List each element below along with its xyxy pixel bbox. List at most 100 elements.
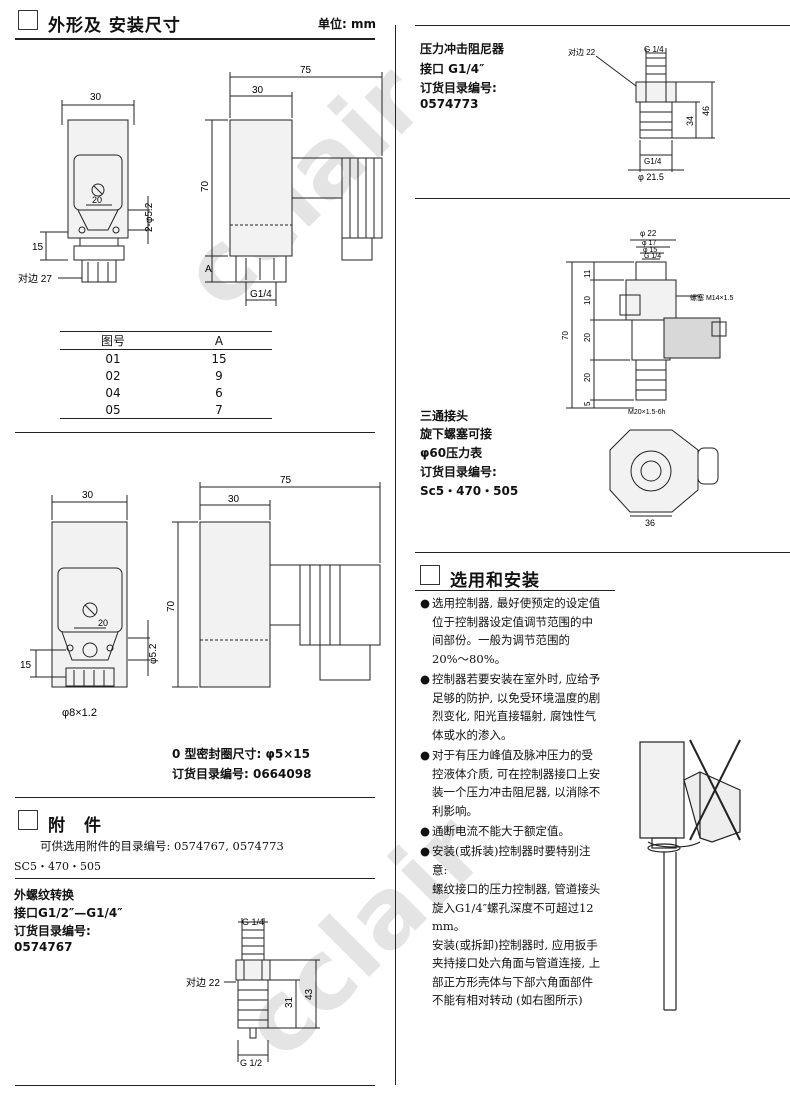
rule-right-sel2	[415, 590, 615, 591]
tee-dim-h5: 5	[583, 401, 592, 406]
adapter-dim-g12: G 1/2	[240, 1058, 262, 1068]
top-rule-left	[15, 38, 375, 40]
tee-code: Sc5・470・505	[420, 484, 519, 498]
selection-checkbox	[420, 565, 440, 585]
rule-left-mid	[15, 432, 375, 433]
damper-dim-g14a: G 1/4	[644, 45, 664, 54]
list-item: 对于有压力峰值及脉冲压力的受控液体介质, 可在控制器接口上安 装一个压力冲击阻尼…	[432, 748, 601, 818]
adapter-dim-g14: G 1/4	[242, 917, 264, 927]
accessories-desc2: SC5・470・505	[14, 860, 101, 873]
dim2-w30b: 30	[228, 494, 240, 505]
drawing-damper: 对边 22 G 1/4 34 46 G1/4 φ 21.5	[568, 45, 715, 182]
accessories-desc: 可供选用附件的目录编号: 0574767, 0574773	[40, 839, 284, 853]
unit-label: 单位: mm	[318, 17, 376, 31]
dim-h15: 15	[32, 242, 44, 253]
list-item: 通断电流不能大于额定值。	[432, 824, 570, 838]
drawing-adapter: G 1/4 对边 22 31 43 G 1/2	[186, 917, 320, 1068]
rule-right-tee	[415, 198, 790, 199]
dim-w30a: 30	[90, 92, 102, 103]
table-header-code: 图号	[60, 331, 166, 350]
tee-order-label: 订货目录编号:	[420, 465, 497, 479]
damper-dim-h46: 46	[701, 106, 711, 116]
dim-side27: 对边 27	[18, 272, 52, 285]
dim2-h70: 70	[166, 600, 177, 612]
top-rule-right	[415, 25, 790, 26]
damper-dim-g14b: G1/4	[644, 157, 662, 166]
rule-left-acc	[15, 797, 375, 798]
bullet-3: ●	[420, 748, 431, 762]
tee-dim-plug: 螺塞 M14×1.5	[690, 293, 733, 302]
tee-line2: 旋下螺塞可接	[420, 427, 493, 441]
dim2-h15: 15	[20, 660, 32, 671]
tee-dim-h11: 11	[583, 269, 592, 278]
bullet-4: ●	[420, 824, 431, 838]
dim2-w20: 20	[98, 618, 108, 628]
dim-m52: 2-φ5.2	[144, 202, 155, 232]
tee-dim-d15: φ 15	[643, 247, 657, 254]
table-header-a: A	[166, 331, 272, 350]
dim-h70: 70	[200, 180, 211, 192]
adapter-title: 外螺纹转换	[14, 888, 75, 902]
drawing-tee: φ 22 φ 17 φ 15 G 1/4 螺塞 M14×1.5 11 10 20…	[561, 229, 733, 528]
dim2-d52: φ5.2	[148, 643, 159, 664]
accessories-checkbox	[18, 810, 38, 830]
tee-dim-d17: φ 17	[642, 240, 656, 247]
install-notes: 螺纹接口的压力控制器, 管道接头旋入G1/4″螺孔深度不可超过12 mm。安装(…	[432, 882, 601, 1007]
damper-dim-h34: 34	[685, 116, 695, 126]
adapter-interface: 接口G1/2″—G1/4″	[14, 906, 123, 920]
drawing-switch-front-side: 30 20 15 2-φ5.2 对边 27 75 30 70 A G1/4	[18, 65, 383, 306]
tee-dim-w36: 36	[645, 518, 655, 528]
list-item: 安装(或拆装)控制器时要特别注意:	[432, 844, 591, 877]
bullet-1: ●	[420, 596, 431, 610]
tee-dim-g14: G 1/4	[644, 253, 661, 260]
damper-code: 0574773	[420, 97, 479, 111]
tee-title: 三通接头	[420, 409, 469, 423]
rule-left-bottom	[15, 1085, 375, 1086]
adapter-code: 0574767	[14, 940, 73, 954]
oring-size: 0 型密封圈尺寸: φ5×15	[172, 747, 310, 761]
list-item: 控制器若要安装在室外时, 应给予足够的防护, 以免受环境温度的剧 烈变化, 阳光…	[432, 672, 601, 742]
damper-order-label: 订货目录编号:	[420, 81, 497, 95]
dim2-d812: φ8×1.2	[62, 707, 97, 719]
damper-dim-side22: 对边 22	[568, 47, 596, 57]
dim-w30b: 30	[252, 85, 264, 96]
dim2-w30a: 30	[82, 490, 94, 501]
rule-right-sel	[415, 552, 790, 553]
section-checkbox	[18, 10, 38, 30]
column-divider	[395, 25, 396, 1085]
drawing-switch-variant: 30 20 15 φ5.2 φ8×1.2 75 30 70	[20, 475, 381, 719]
list-item: 选用控制器, 最好使预定的设定值位于控制器设定值调节范围的中 间部份。一般为调节…	[432, 596, 601, 666]
accessories-title: 附 件	[48, 816, 102, 836]
rule-left-adapter	[15, 878, 375, 879]
tee-dim-h70: 70	[561, 331, 570, 340]
oring-code: 订货目录编号: 0664098	[172, 767, 312, 781]
dim-w20: 20	[92, 195, 102, 205]
section-title: 外形及 安装尺寸	[48, 16, 181, 36]
adapter-dim-side22: 对边 22	[186, 976, 220, 989]
damper-interface: 接口 G1/4″	[420, 62, 485, 76]
dim-g14: G1/4	[250, 289, 272, 300]
tee-dim-h20a: 20	[583, 333, 592, 342]
dim2-w75: 75	[280, 475, 292, 486]
selection-title: 选用和安装	[450, 571, 540, 591]
bullet-2: ●	[420, 672, 431, 686]
drawing-installation	[639, 739, 741, 1011]
tee-dim-h10: 10	[583, 296, 592, 305]
adapter-dim-h31: 31	[284, 996, 295, 1008]
tee-dim-d22: φ 22	[640, 229, 657, 238]
dim-w75: 75	[300, 65, 312, 76]
adapter-dim-h43: 43	[304, 988, 315, 1000]
bullet-5: ●	[420, 844, 431, 858]
dim-a: A	[205, 264, 212, 275]
tee-line3: φ60压力表	[420, 446, 483, 460]
damper-dim-d215: φ 21.5	[638, 172, 664, 182]
adapter-order-label: 订货目录编号:	[14, 924, 91, 938]
damper-title: 压力冲击阻尼器	[420, 42, 505, 56]
tee-dim-m20: M20×1.5-6h	[628, 409, 666, 416]
tee-dim-h20b: 20	[583, 373, 592, 382]
